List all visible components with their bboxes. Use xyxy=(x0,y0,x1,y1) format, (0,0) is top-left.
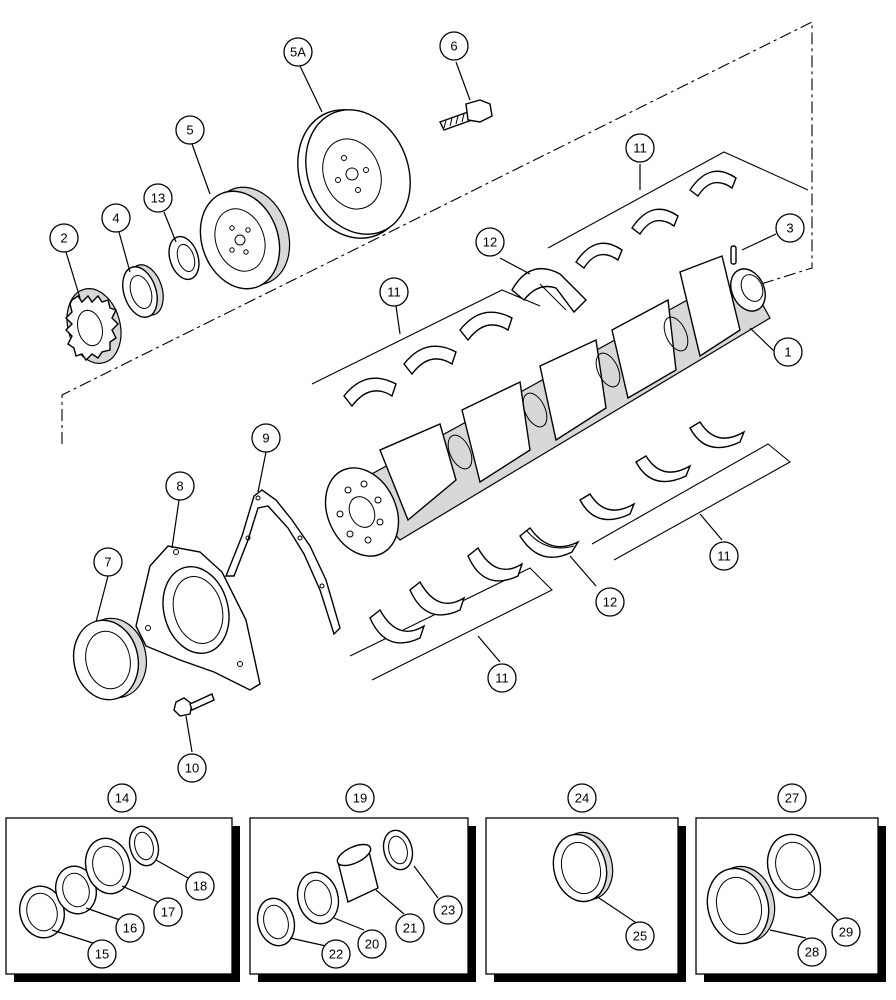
bolt-part-10[interactable] xyxy=(173,693,215,717)
callout-label: 13 xyxy=(151,191,165,206)
callout-2: 2 xyxy=(49,223,79,253)
callout-19: 19 xyxy=(345,783,375,813)
callout-label: 2 xyxy=(60,231,67,246)
callout-11-bottom: 11 xyxy=(487,663,517,693)
callout-3: 3 xyxy=(775,213,805,243)
spacer-ring-part-4[interactable] xyxy=(117,260,170,321)
gear-part-2[interactable] xyxy=(59,283,129,370)
callout-27: 27 xyxy=(777,783,807,813)
callout-label: 16 xyxy=(123,921,137,936)
thrust-bearing-upper-part-12[interactable] xyxy=(511,267,587,314)
callout-label: 28 xyxy=(805,945,819,960)
callout-11-top: 11 xyxy=(625,133,655,163)
callout-5: 5 xyxy=(175,115,205,145)
callout-29: 29 xyxy=(831,917,861,947)
callout-12-top: 12 xyxy=(475,227,505,257)
callout-5a: 5A xyxy=(283,37,313,67)
callout-14: 14 xyxy=(107,783,137,813)
callout-label: 3 xyxy=(786,221,793,236)
callout-20: 20 xyxy=(357,929,387,959)
bolt-part-6[interactable] xyxy=(439,99,493,131)
callout-11-mid-left: 11 xyxy=(379,277,409,307)
dowel-pin-part-3[interactable] xyxy=(730,245,737,265)
callout-label: 25 xyxy=(633,929,647,944)
kit-box-27[interactable] xyxy=(695,817,886,982)
bearing-shells-lower-left-part-11[interactable] xyxy=(349,546,553,681)
callout-label: 12 xyxy=(483,235,497,250)
callout-label: 4 xyxy=(112,211,119,226)
callout-label: 10 xyxy=(185,761,199,776)
callout-label: 14 xyxy=(115,791,129,806)
callout-label: 1 xyxy=(784,345,791,360)
callout-16: 16 xyxy=(115,913,145,943)
callout-22: 22 xyxy=(321,939,351,969)
callout-25: 25 xyxy=(625,921,655,951)
callout-23: 23 xyxy=(433,895,463,925)
callout-label: 24 xyxy=(575,791,589,806)
pulley-part-5[interactable] xyxy=(187,176,303,300)
callout-label: 5A xyxy=(290,45,306,60)
bearing-shells-upper-right-part-11[interactable] xyxy=(547,151,809,270)
callout-6: 6 xyxy=(439,31,469,61)
callout-7: 7 xyxy=(93,547,123,577)
kit-box-14[interactable] xyxy=(5,817,240,982)
callout-4: 4 xyxy=(101,203,131,233)
callout-label: 23 xyxy=(441,903,455,918)
callout-label: 11 xyxy=(717,549,731,564)
callout-label: 22 xyxy=(329,947,343,962)
callout-label: 27 xyxy=(785,791,799,806)
callout-label: 18 xyxy=(193,879,207,894)
callout-11-right: 11 xyxy=(709,541,739,571)
callout-9: 9 xyxy=(251,423,281,453)
bearing-shells-upper-left-part-11[interactable] xyxy=(311,289,541,408)
callout-18: 18 xyxy=(185,871,215,901)
callout-12-bottom: 12 xyxy=(595,587,625,617)
callout-label: 29 xyxy=(839,925,853,940)
callout-label: 7 xyxy=(104,555,111,570)
seal-part-7[interactable] xyxy=(66,612,153,706)
assembly-boundary-line xyxy=(61,21,813,444)
callout-1: 1 xyxy=(773,337,803,367)
callout-label: 12 xyxy=(603,595,617,610)
callout-8: 8 xyxy=(165,471,195,501)
gasket-part-9[interactable] xyxy=(224,489,341,636)
kit-box-24[interactable] xyxy=(485,817,686,982)
callout-label: 19 xyxy=(353,791,367,806)
callout-label: 6 xyxy=(450,39,457,54)
damper-pulley-part-5a[interactable] xyxy=(279,93,428,254)
callout-17: 17 xyxy=(153,897,183,927)
callout-label: 20 xyxy=(365,937,379,952)
callout-label: 11 xyxy=(633,141,647,156)
bearing-shells-lower-right-part-11[interactable] xyxy=(579,421,791,561)
callout-21: 21 xyxy=(395,913,425,943)
callout-28: 28 xyxy=(797,937,827,967)
callout-13: 13 xyxy=(143,183,173,213)
thrust-bearing-lower-part-12[interactable] xyxy=(519,526,580,559)
callout-label: 5 xyxy=(186,123,193,138)
callout-label: 8 xyxy=(176,479,183,494)
callout-label: 11 xyxy=(495,671,509,686)
callout-label: 21 xyxy=(403,921,417,936)
callout-label: 9 xyxy=(262,431,269,446)
callout-label: 11 xyxy=(387,285,401,300)
callout-24: 24 xyxy=(567,783,597,813)
seal-part-13[interactable] xyxy=(164,233,204,283)
crankshaft-part-1[interactable] xyxy=(312,255,772,568)
leader-lines xyxy=(51,61,841,947)
callout-label: 17 xyxy=(161,905,175,920)
callout-10: 10 xyxy=(177,753,207,783)
seal-housing-part-8[interactable] xyxy=(135,545,261,691)
callout-15: 15 xyxy=(87,939,117,969)
callout-label: 15 xyxy=(95,947,109,962)
